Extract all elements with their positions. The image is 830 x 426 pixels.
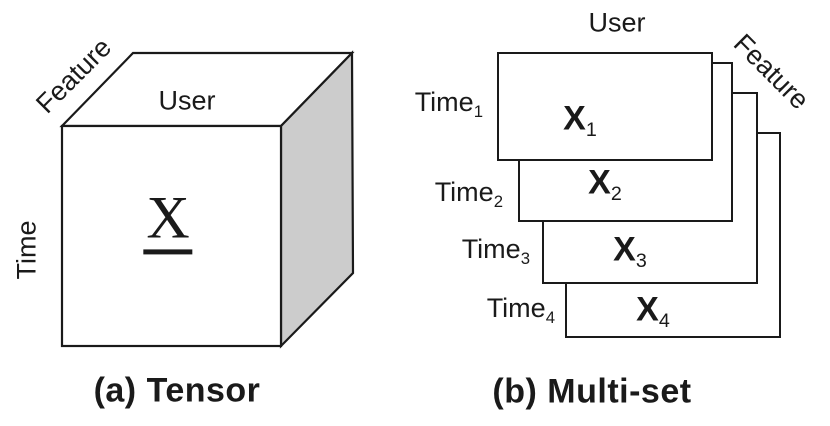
matrix-symbol-3: X3 (613, 230, 647, 272)
tensor-cube (59, 50, 355, 349)
matrix-symbol-2: X2 (588, 163, 622, 205)
time-label-2: Time2 (434, 177, 503, 212)
caption-multiset: (b) Multi-set (492, 372, 692, 411)
axis-label-user-a: User (158, 85, 216, 116)
time-label-4: Time4 (486, 293, 555, 328)
tensor-symbol-x: X (143, 187, 193, 255)
axis-label-time-a: Time (11, 220, 42, 280)
time-label-3: Time3 (461, 234, 530, 269)
matrix-sheet-1 (497, 52, 713, 161)
time-label-1: Time1 (414, 87, 483, 122)
tensor-symbol: X (143, 187, 193, 255)
matrix-symbol-1: X1 (563, 99, 597, 141)
caption-tensor: (a) Tensor (93, 371, 261, 410)
cube-front-face (60, 124, 283, 348)
matrix-symbol-4: X4 (636, 290, 670, 332)
axis-label-user-b: User (588, 7, 646, 38)
